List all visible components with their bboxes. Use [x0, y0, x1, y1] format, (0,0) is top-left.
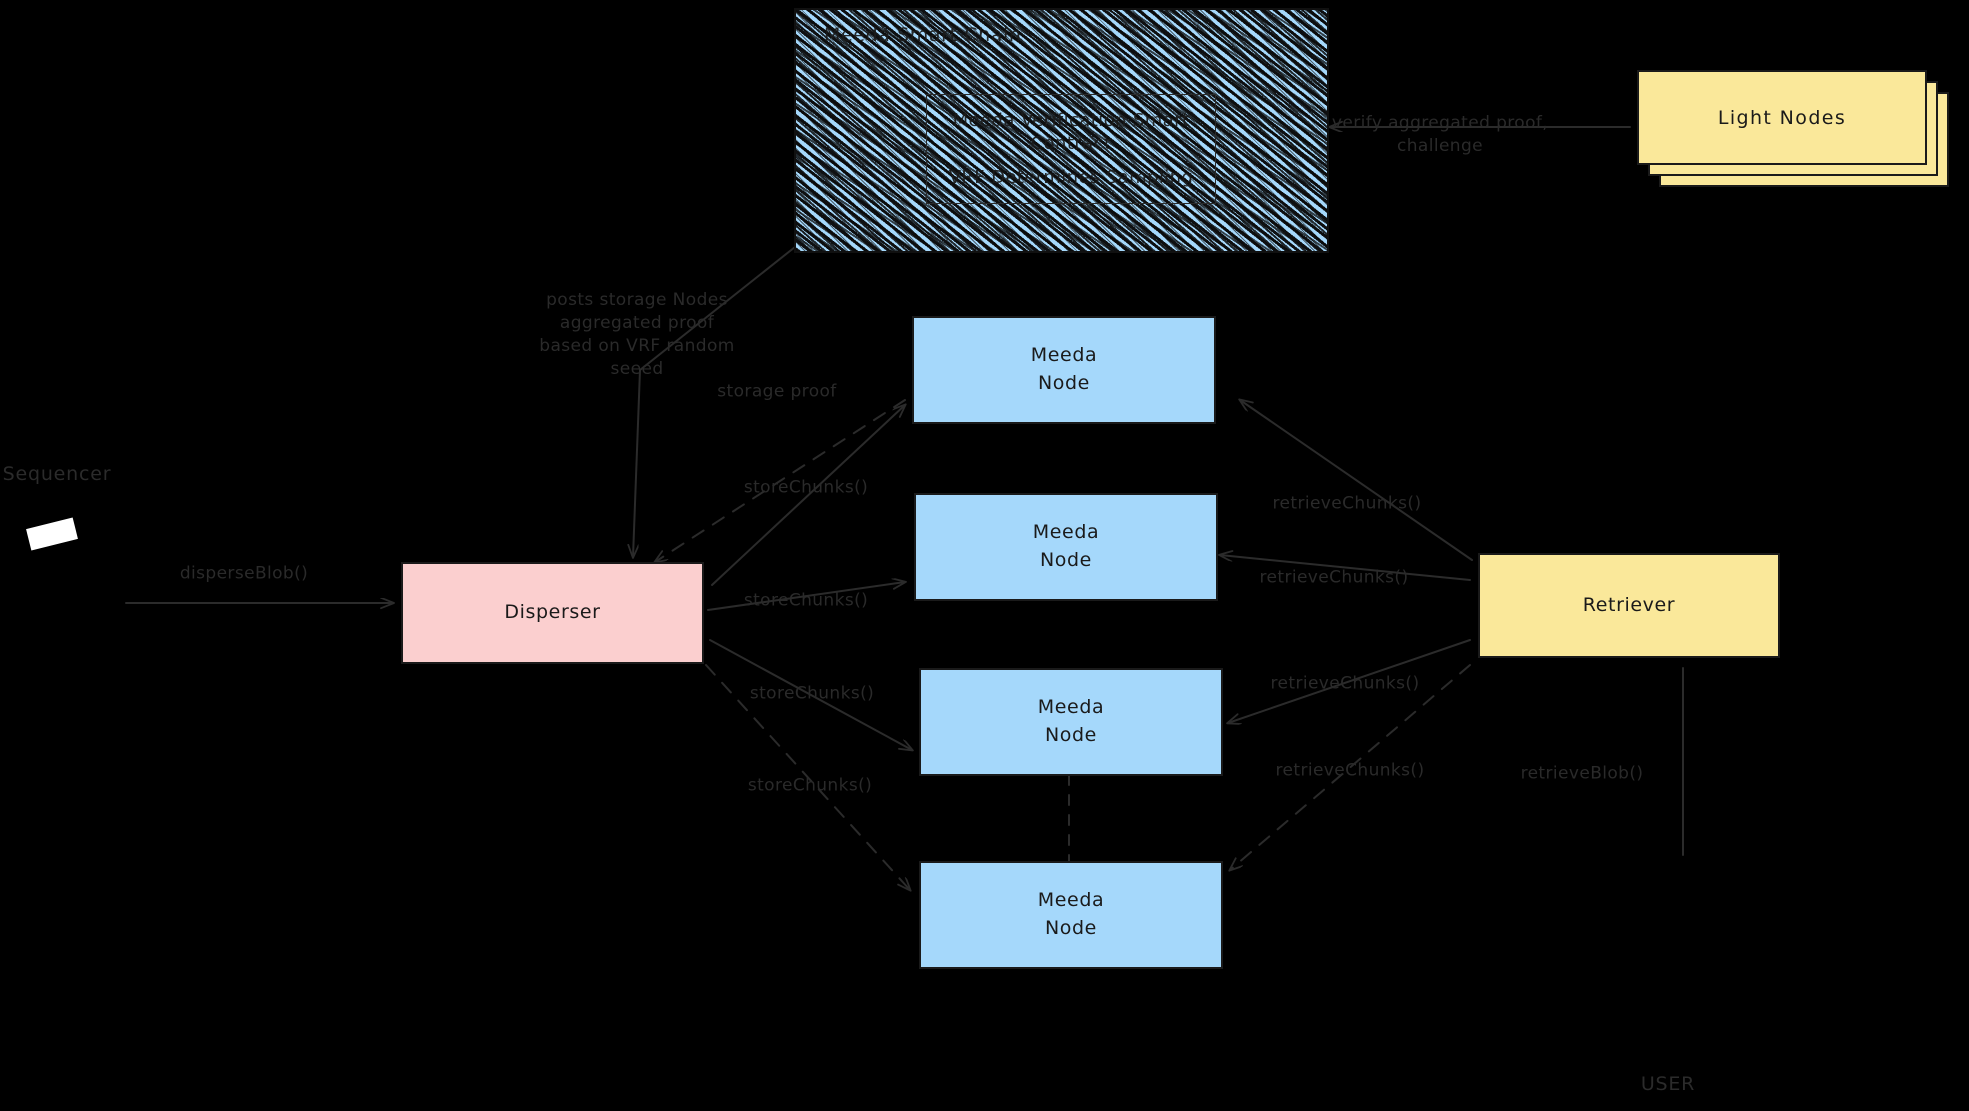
edge-label-store-chunks-4: storeChunks()	[747, 775, 873, 796]
hatch-pattern	[796, 10, 1327, 251]
meeda-node-2-label: Meeda Node	[1032, 521, 1100, 571]
disperser-label: Disperser	[504, 601, 601, 624]
vrf-sampling-label: VRF Determines Sampling	[948, 166, 1194, 188]
light-nodes-stack[interactable]: Light Nodes	[1637, 70, 1969, 210]
retriever-node[interactable]: Retriever	[1478, 553, 1780, 658]
edge-label-disperse-blob: disperseBlob()	[179, 563, 309, 584]
edge-retrieve-chunks-1	[1240, 400, 1473, 561]
verification-contract-inner-box[interactable]: Meeda Verification Smart Contract VRF De…	[926, 94, 1216, 204]
meeda-node-1[interactable]: Meeda Node	[912, 316, 1216, 424]
light-nodes-card-front[interactable]: Light Nodes	[1637, 70, 1927, 165]
edge-label-retrieve-chunks-1: retrieveChunks()	[1272, 493, 1422, 514]
edge-label-retrieve-blob: retrieveBlob()	[1520, 763, 1644, 784]
meeda-node-2[interactable]: Meeda Node	[914, 493, 1218, 601]
user-label: USER	[1640, 1073, 1696, 1095]
edge-label-store-chunks-1: storeChunks()	[743, 477, 869, 498]
edge-label-verify-aggregated: verify aggregated proof, challenge	[1331, 113, 1549, 156]
edge-label-storage-proof: storage proof	[717, 381, 837, 402]
sequencer-marker	[26, 517, 78, 551]
edge-label-store-chunks-3: storeChunks()	[749, 683, 875, 704]
edge-label-retrieve-chunks-3: retrieveChunks()	[1270, 673, 1420, 694]
smart-chain-title: Meeda Smart Chain	[824, 24, 1022, 46]
edge-label-store-chunks-2: storeChunks()	[743, 590, 869, 611]
meeda-node-1-label: Meeda Node	[1030, 344, 1098, 394]
light-nodes-label: Light Nodes	[1717, 106, 1847, 129]
verification-contract-label: Meeda Verification Smart Contract	[952, 109, 1190, 155]
edge-label-posts-proof: posts storage Nodes aggregated proof bas…	[539, 290, 735, 379]
edge-label-retrieve-chunks-2: retrieveChunks()	[1259, 567, 1409, 588]
meeda-smart-chain-box[interactable]: Meeda Smart Chain Meeda Verification Sma…	[794, 8, 1329, 253]
meeda-node-3-label: Meeda Node	[1037, 696, 1105, 746]
sequencer-label: Sequencer	[2, 463, 112, 485]
retriever-label: Retriever	[1582, 593, 1676, 616]
edge-label-retrieve-chunks-4: retrieveChunks()	[1275, 760, 1425, 781]
meeda-node-4[interactable]: Meeda Node	[919, 861, 1223, 969]
meeda-node-3[interactable]: Meeda Node	[919, 668, 1223, 776]
disperser-node[interactable]: Disperser	[401, 562, 704, 664]
meeda-node-4-label: Meeda Node	[1037, 889, 1105, 939]
